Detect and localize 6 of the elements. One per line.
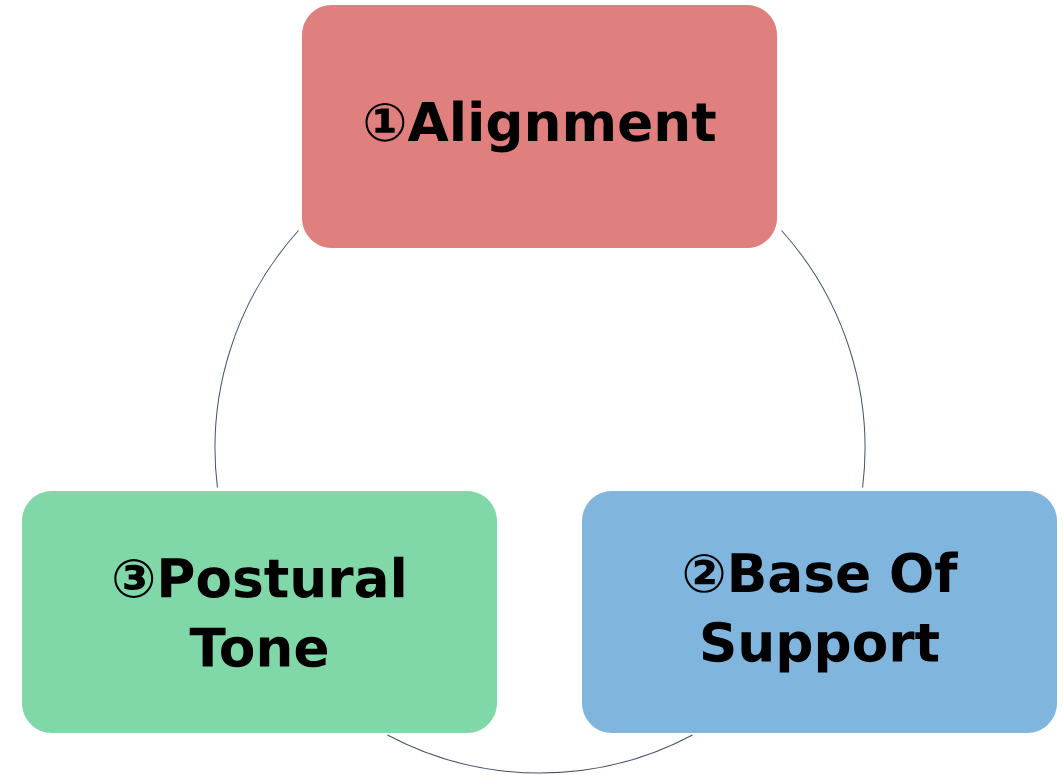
- concept-box: ①Alignment: [302, 5, 777, 248]
- concept-box: ③Postural Tone: [22, 491, 497, 733]
- concept-box: ②Base Of Support: [582, 491, 1057, 733]
- connector-arc: [214, 230, 299, 489]
- connector-arc: [781, 230, 866, 489]
- connector-arc: [386, 734, 694, 774]
